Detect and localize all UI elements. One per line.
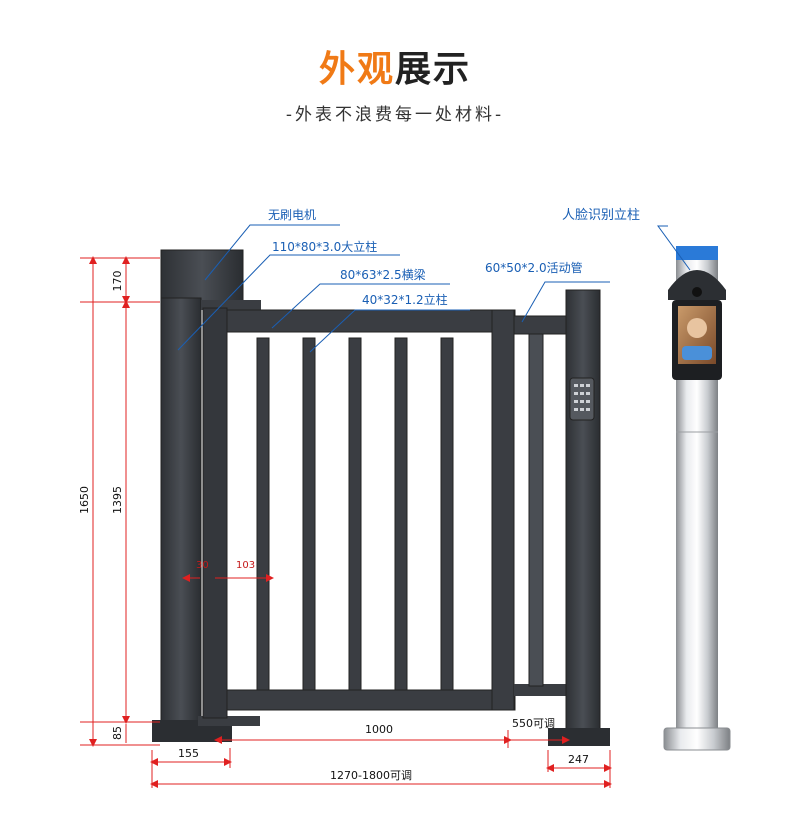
face-recognition-column — [663, 246, 731, 751]
dim-bar-width: 30 — [196, 560, 209, 571]
right-post — [548, 289, 610, 746]
dim-mid-height: 1395 — [111, 486, 124, 514]
dim-base-155: 155 — [178, 747, 199, 760]
dim-adjust-550: 550可调 — [512, 717, 555, 730]
title-main: 展示 — [395, 49, 472, 90]
callout-beam: 80*63*2.5横梁 — [340, 267, 426, 282]
page-subtitle: -外表不浪费每一处材料- — [285, 105, 505, 125]
title-accent: 外观 — [318, 49, 395, 90]
callout-small-post: 40*32*1.2立柱 — [362, 292, 448, 307]
dim-top-height: 170 — [111, 271, 124, 292]
callout-moving-tube: 60*50*2.0活动管 — [485, 260, 583, 275]
camera-icon — [692, 287, 702, 297]
left-main-post — [152, 249, 261, 742]
callout-big-post: 110*80*3.0大立柱 — [272, 239, 377, 254]
dim-total-width: 1270-1800可调 — [330, 769, 412, 782]
dimension-lines — [80, 256, 612, 788]
dim-base-247: 247 — [568, 753, 589, 766]
gate-leaf — [202, 307, 577, 719]
callout-lines — [177, 224, 691, 353]
page-title: 外观展示 — [0, 40, 790, 92]
dim-base-height: 85 — [111, 726, 124, 740]
callout-motor: 无刷电机 — [268, 208, 316, 222]
status-light-ring — [676, 246, 718, 260]
dim-bar-gap: 103 — [236, 560, 255, 571]
dim-gate-width: 1000 — [365, 723, 393, 736]
callout-face-post: 人脸识别立柱 — [562, 208, 640, 223]
dim-total-height: 1650 — [78, 486, 91, 514]
